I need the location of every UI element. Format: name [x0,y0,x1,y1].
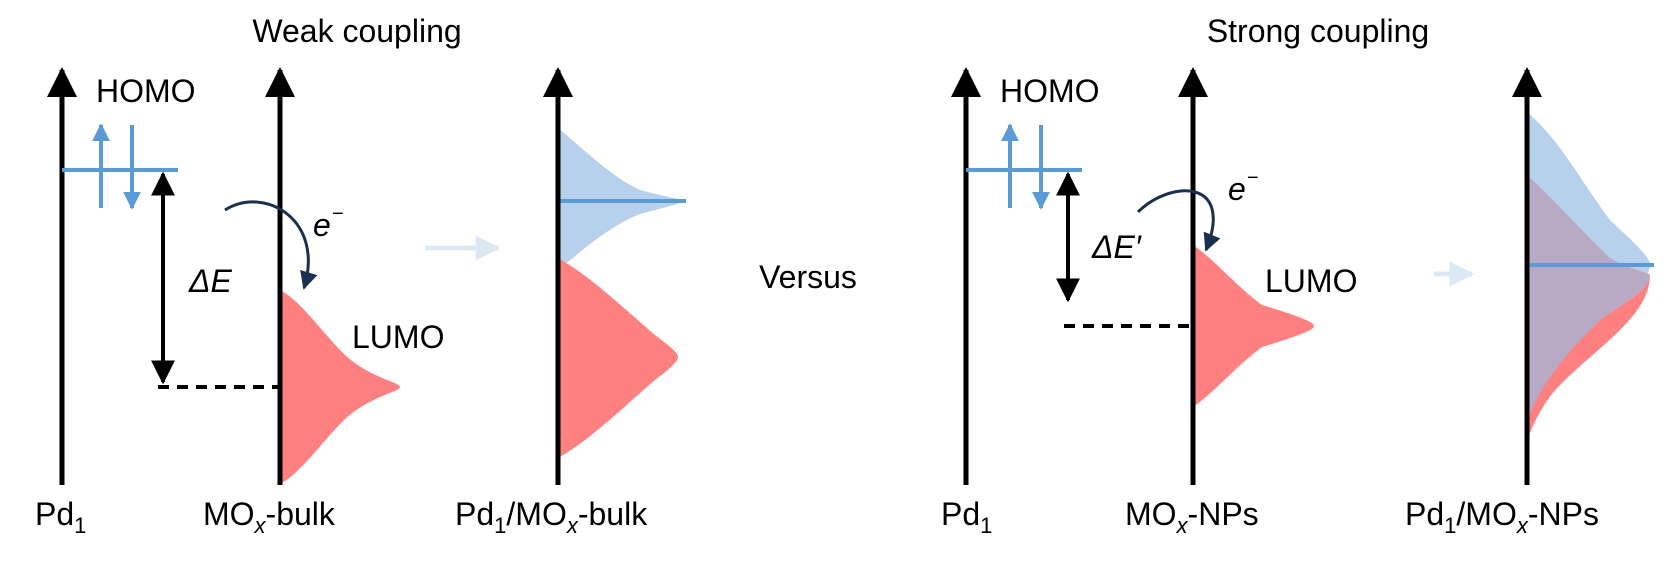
weak-pd-label: Pd1 [35,496,86,538]
strong-combined-overlap-fill [1527,175,1650,420]
strong-combined-label: Pd1/MOx-NPs [1405,496,1599,538]
weak-lumo-fill [280,290,400,484]
strong-pd-label: Pd1 [941,496,992,538]
strong-mox-label: MOx-NPs [1125,496,1259,538]
strong-electron-label: e [1228,171,1246,207]
weak-lumo-label: LUMO [352,319,444,355]
weak-title: Weak coupling [252,13,461,49]
strong-lumo-label: LUMO [1265,263,1357,299]
weak-electron-sup: − [332,203,344,225]
weak-homo-label: HOMO [96,73,196,109]
strong-electron-transfer-arrow [1136,189,1221,252]
weak-coupling-panel: Weak coupling HOMO ΔE LUMO e − Pd1 MOx-b… [35,13,686,538]
weak-mox-label: MOx-bulk [203,496,336,538]
strong-homo-label: HOMO [1000,73,1100,109]
weak-electron-transfer-arrow [224,200,318,290]
weak-combined-label: Pd1/MOx-bulk [455,496,648,538]
strong-combined-lumo-fill [1527,275,1650,440]
strong-lumo-fill [1193,245,1314,407]
versus-label: Versus [759,259,857,295]
strong-electron-sup: − [1247,167,1259,189]
strong-title: Strong coupling [1207,13,1429,49]
strong-delta-e-label: ΔE′ [1091,229,1142,265]
strong-coupling-panel: Strong coupling HOMO ΔE′ LUMO e − Pd1 MO… [941,13,1654,538]
weak-combined-lumo-fill [558,258,678,458]
weak-delta-e-label: ΔE [188,263,232,299]
weak-electron-label: e [313,207,331,243]
